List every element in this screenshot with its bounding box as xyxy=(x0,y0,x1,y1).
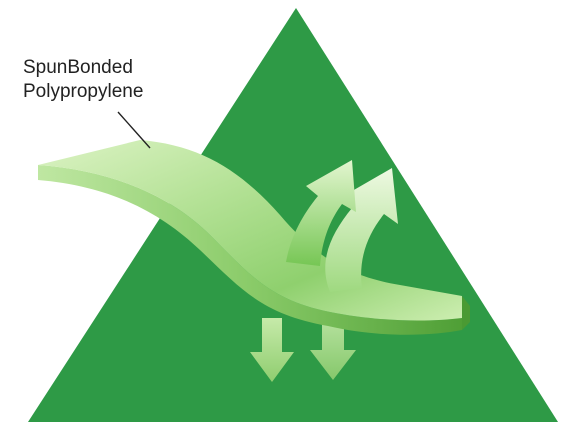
material-label: SpunBonded Polypropylene xyxy=(23,56,203,104)
material-label-line1: SpunBonded xyxy=(23,56,203,80)
material-label-line2: Polypropylene xyxy=(23,80,203,104)
